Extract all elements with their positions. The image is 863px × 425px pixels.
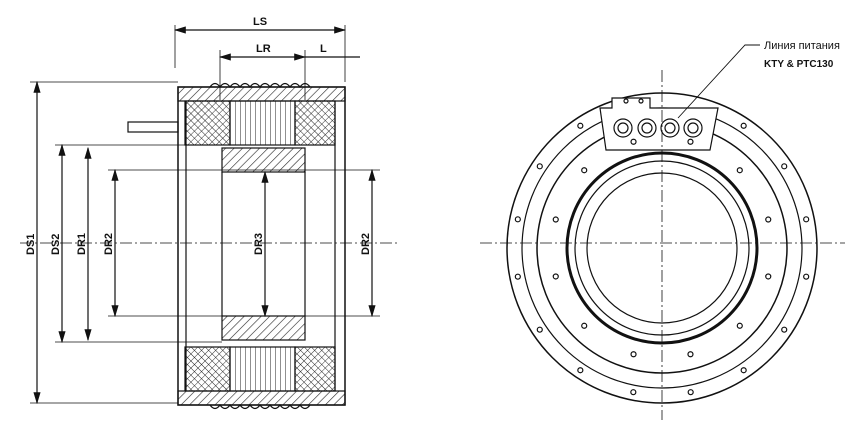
bolt-hole (577, 122, 584, 129)
bolt-hole (765, 273, 772, 280)
bolt-hole (781, 163, 788, 170)
bolt-hole (536, 326, 543, 333)
bolt-hole (630, 138, 637, 145)
dim-dr2-right: DR2 (360, 233, 372, 255)
dim-dr2-left: DR2 (103, 233, 115, 255)
bolt-hole (736, 167, 743, 174)
dim-dr3: DR3 (253, 233, 265, 255)
bolt-hole (514, 273, 521, 280)
callout-power-line: Линия питания (764, 40, 840, 52)
dim-l: L (320, 43, 327, 55)
bolt-hole (740, 122, 747, 129)
dim-ds1: DS1 (25, 234, 37, 255)
bolt-hole (740, 367, 747, 374)
dim-ls: LS (253, 16, 267, 28)
callout-sensor: KTY & PTC130 (764, 59, 834, 70)
bolt-hole (803, 273, 810, 280)
bolt-hole (765, 216, 772, 223)
bolt-hole (581, 167, 588, 174)
bolt-hole (687, 351, 694, 358)
bolt-hole (581, 322, 588, 329)
bolt-hole (552, 216, 559, 223)
bolt-hole (514, 216, 521, 223)
callout: Линия питания KTY & PTC130 (764, 40, 840, 70)
dim-ds2: DS2 (50, 234, 62, 255)
bolt-hole (630, 389, 637, 396)
front-view (480, 44, 845, 420)
bolt-hole (781, 326, 788, 333)
bolt-hole (577, 367, 584, 374)
bolt-hole (736, 322, 743, 329)
bolt-hole (630, 351, 637, 358)
dimension-labels: LS LR L DS1 DS2 DR1 DR2 DR3 DR2 (25, 16, 372, 255)
side-view (20, 25, 400, 410)
bolt-hole (687, 389, 694, 396)
bolt-hole (536, 163, 543, 170)
bolt-hole (803, 216, 810, 223)
dim-lr: LR (256, 43, 271, 55)
dim-dr1: DR1 (76, 233, 88, 255)
bolt-hole (687, 138, 694, 145)
bolt-hole (552, 273, 559, 280)
